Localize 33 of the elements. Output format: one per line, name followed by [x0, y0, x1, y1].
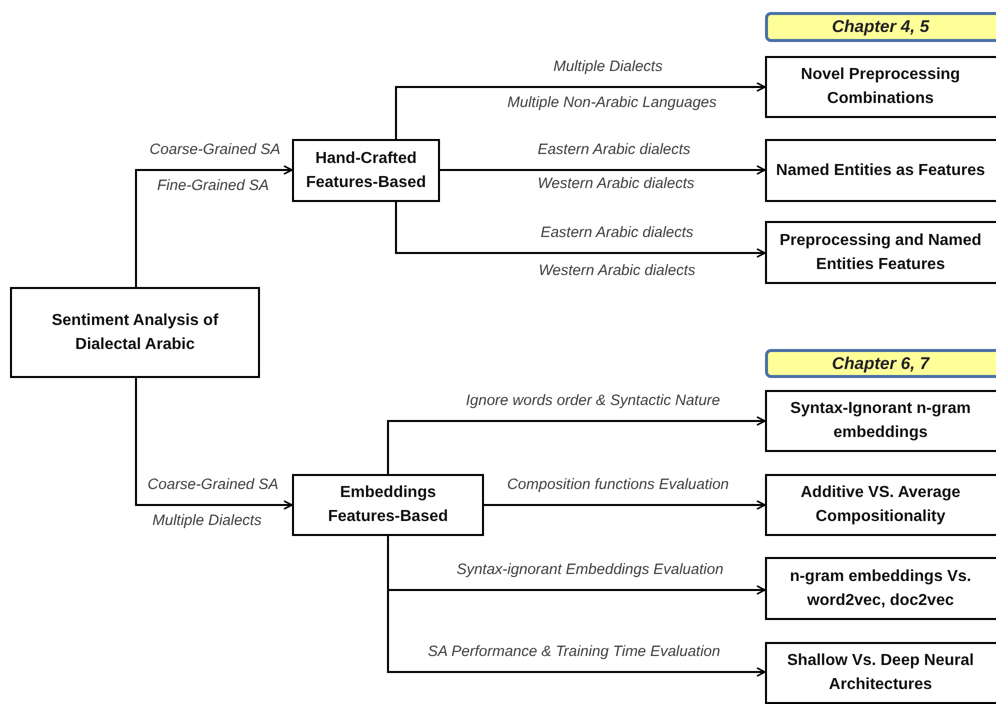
edge-label: Ignore words order & Syntactic Nature	[466, 390, 720, 411]
edge-label: Multiple Dialects	[553, 56, 663, 77]
branch-note: Multiple Non-Arabic Languages	[507, 92, 717, 113]
process-box: Syntax-Ignorant n-gram embeddings	[765, 390, 996, 452]
arrow	[395, 202, 766, 258]
process-box: Novel Preprocessing Combinations	[765, 56, 996, 118]
arrow	[484, 500, 766, 510]
process-box: Preprocessing and Named Entities Features	[765, 221, 996, 284]
chapter-banner: Chapter 4, 5	[765, 12, 996, 42]
arrow	[135, 378, 293, 510]
arrow	[395, 82, 766, 139]
arrow	[440, 165, 766, 175]
edge-label: Eastern Arabic dialects	[540, 222, 694, 243]
arrow	[387, 416, 766, 474]
process-box: Hand-Crafted Features-Based	[292, 139, 440, 202]
branch-note: Western Arabic dialects	[538, 174, 694, 194]
edge-label: Coarse-Grained SA	[148, 474, 278, 495]
process-box: Shallow Vs. Deep Neural Architectures	[765, 642, 996, 704]
edge-label: Syntax-ignorant Embeddings Evaluation	[456, 560, 724, 580]
branch-note: Fine-Grained SA	[157, 176, 269, 196]
process-box: Sentiment Analysis of Dialectal Arabic	[10, 287, 260, 378]
chapter-banner: Chapter 6, 7	[765, 349, 996, 378]
process-box: n-gram embeddings Vs. word2vec, doc2vec	[765, 557, 996, 620]
edge-label: Eastern Arabic dialects	[538, 140, 690, 160]
branch-note: Multiple Dialects	[152, 510, 262, 531]
process-box: Embeddings Features-Based	[292, 474, 484, 536]
arrow	[135, 165, 293, 287]
edge-label: Composition functions Evaluation	[507, 474, 729, 495]
branch-note: Western Arabic dialects	[538, 260, 696, 281]
edge-label: SA Performance & Training Time Evaluation	[428, 642, 720, 662]
process-box: Additive VS. Average Compositionality	[765, 474, 996, 536]
edge-label: Coarse-Grained SA	[150, 140, 280, 160]
process-box: Named Entities as Features	[765, 139, 996, 202]
